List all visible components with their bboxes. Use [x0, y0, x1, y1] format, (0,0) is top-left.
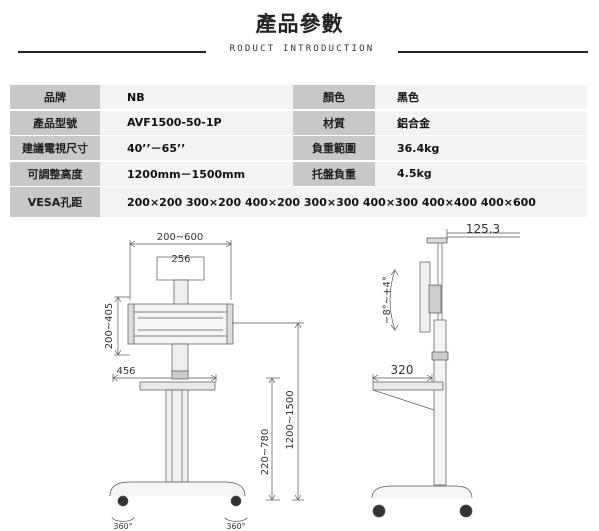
- spec-value-vesa: 200×200 300×200 400×200 300×300 400×300 …: [127, 195, 536, 209]
- side-top-label: 125.3: [466, 222, 500, 236]
- spec-value-color: 黑色: [397, 91, 419, 104]
- divider-left: [18, 51, 206, 53]
- spec-value-tv-size: 40’’－65’’: [127, 142, 186, 155]
- spec-label-tray-load: 托盤負重: [293, 161, 375, 186]
- dim-base-label: 220~780: [260, 429, 271, 476]
- subtitle: RODUCT INTRODUCTION: [229, 44, 375, 54]
- dim-width-label: 200~600: [157, 232, 204, 243]
- spec-label-load: 負重範圍: [293, 136, 375, 160]
- spec-row-vesa: VESA孔距 200×200 300×200 400×200 300×300 4…: [10, 187, 587, 217]
- page-title: 產品參數: [255, 12, 344, 36]
- spec-row: 品牌 NB 顏色 黑色: [10, 85, 587, 109]
- side-tilt-label: −8°~+4°: [382, 276, 393, 324]
- rotation-left-label: 360°: [113, 522, 132, 531]
- rotation-right-label: 360°: [226, 522, 245, 531]
- dim-height-label: 200~405: [104, 303, 115, 350]
- spec-value-height: 1200mm－1500mm: [127, 167, 246, 181]
- side-tray-label: 320: [391, 363, 414, 377]
- spec-label-brand: 品牌: [10, 85, 100, 109]
- dim-tray-label: 456: [116, 366, 135, 377]
- dim-mount-label: 256: [171, 254, 190, 265]
- spec-label-material: 材質: [293, 110, 375, 135]
- dim-total-label: 1200~1500: [285, 390, 296, 449]
- spec-row: 可調整高度 1200mm－1500mm 托盤負重 4.5kg: [10, 161, 587, 186]
- spec-row: 建議電視尺寸 40’’－65’’ 負重範圍 36.4kg: [10, 136, 587, 160]
- spec-table: 品牌 NB 顏色 黑色 產品型號 AVF1500-50-1P 材質 鋁合金 建議…: [10, 85, 587, 219]
- spec-row: 產品型號 AVF1500-50-1P 材質 鋁合金: [10, 110, 587, 135]
- divider-right: [398, 51, 588, 53]
- spec-label-height: 可調整高度: [10, 161, 100, 186]
- spec-label-vesa: VESA孔距: [10, 187, 100, 217]
- spec-label-model: 產品型號: [10, 110, 100, 135]
- spec-label-tv-size: 建議電視尺寸: [10, 136, 100, 160]
- spec-value-model: AVF1500-50-1P: [127, 116, 222, 129]
- spec-label-color: 顏色: [293, 85, 375, 109]
- spec-value-load: 36.4kg: [397, 141, 440, 155]
- spec-value-brand: NB: [127, 90, 145, 104]
- spec-value-material: 鋁合金: [397, 116, 430, 130]
- spec-value-tray-load: 4.5kg: [397, 167, 432, 180]
- subtitle-row: RODUCT INTRODUCTION: [0, 44, 599, 58]
